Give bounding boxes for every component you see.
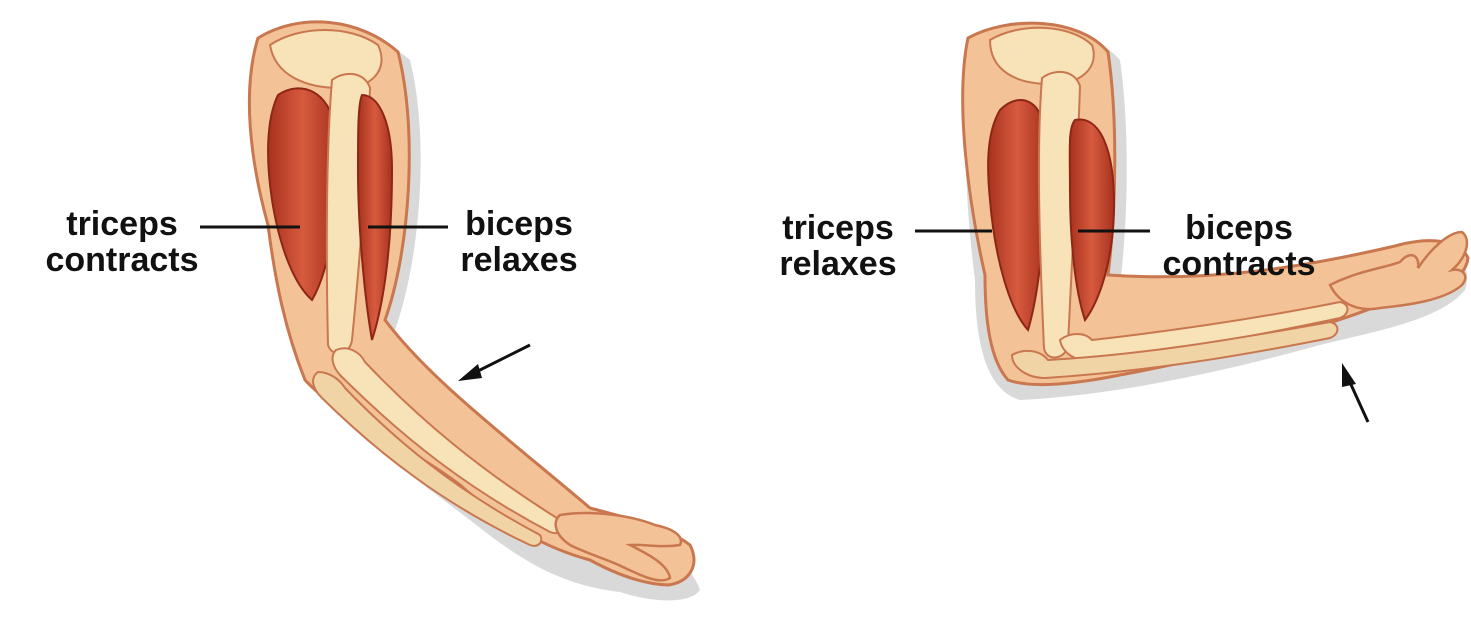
right-biceps-label-line1: biceps — [1141, 210, 1337, 246]
left-radius-bone — [333, 348, 563, 533]
left-pointer-arrow — [458, 345, 530, 381]
right-biceps-label: biceps contracts — [1141, 210, 1337, 282]
left-biceps-label-line2: relaxes — [449, 242, 589, 278]
left-arm-extended — [249, 22, 700, 601]
left-biceps-label: biceps relaxes — [449, 206, 589, 278]
left-triceps-label-line2: contracts — [26, 242, 218, 278]
right-pointer-arrow — [1342, 363, 1368, 422]
right-triceps-label-line2: relaxes — [763, 246, 913, 282]
left-biceps-label-line1: biceps — [449, 206, 589, 242]
right-triceps-label-line1: triceps — [763, 210, 913, 246]
left-triceps-label-line1: triceps — [26, 206, 218, 242]
right-biceps-label-line2: contracts — [1141, 246, 1337, 282]
right-triceps-label: triceps relaxes — [763, 210, 913, 282]
left-triceps-label: triceps contracts — [26, 206, 218, 278]
